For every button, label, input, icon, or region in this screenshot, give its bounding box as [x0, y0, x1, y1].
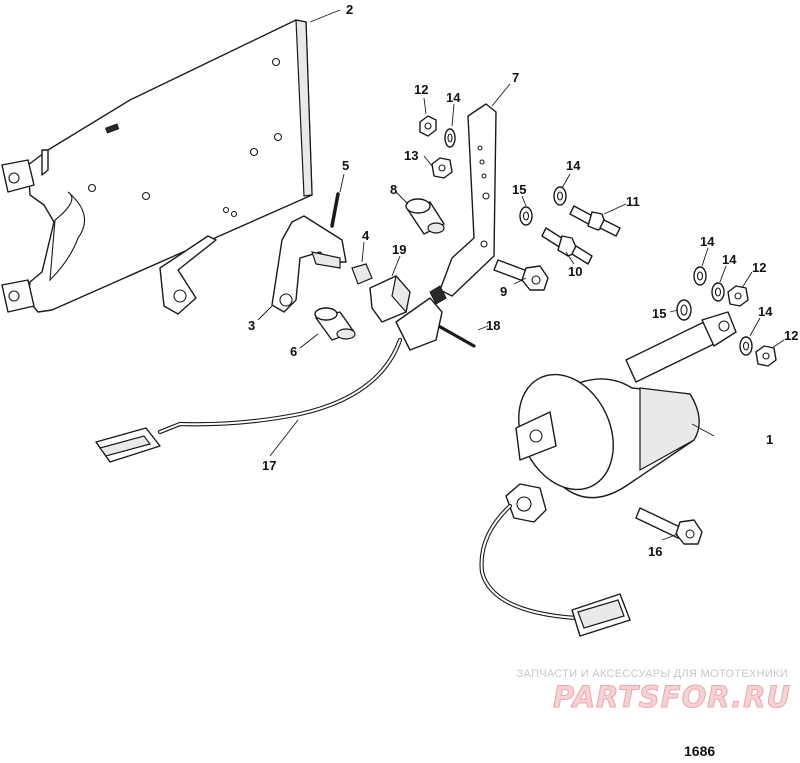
- part-2-mounting-plate: [1, 9, 341, 315]
- part-4-bushing: [351, 241, 373, 285]
- part-9-bolt: [493, 259, 549, 291]
- callout-5: 5: [342, 158, 349, 173]
- callout-15-right: 15: [652, 306, 666, 321]
- part-16-bolt: [635, 507, 703, 545]
- part-7-arm: [439, 83, 511, 297]
- part-11-stud: [569, 203, 627, 237]
- callout-14-right-c: 14: [758, 304, 773, 319]
- callout-2: 2: [346, 2, 353, 17]
- part-6-spacer: [299, 307, 356, 349]
- part-13-nut: [423, 155, 453, 179]
- callout-7: 7: [512, 70, 519, 85]
- part-15-washer-top: [519, 195, 533, 226]
- callout-10: 10: [568, 264, 582, 279]
- part-3-lever-bracket: [257, 215, 347, 321]
- part-12-nut-right-a: [727, 271, 753, 307]
- callout-14-mid: 14: [566, 158, 581, 173]
- callout-12-top: 12: [414, 82, 428, 97]
- part-5-pin: [330, 173, 345, 228]
- callout-9: 9: [500, 284, 507, 299]
- callout-14-right-a: 14: [700, 234, 715, 249]
- callout-15-top: 15: [512, 182, 526, 197]
- callout-12-right-a: 12: [752, 260, 766, 275]
- part-14-washer-right-b: [711, 265, 727, 302]
- part-19-block: [369, 255, 411, 323]
- part-17-sensor-cable: [95, 285, 447, 463]
- callout-14-top: 14: [446, 90, 461, 105]
- callout-11: 11: [626, 194, 640, 209]
- callout-13: 13: [404, 148, 418, 163]
- watermark-logo: PARTSFOR.RU: [553, 680, 791, 715]
- part-10-stud: [541, 227, 593, 265]
- callout-16: 16: [648, 544, 662, 559]
- callout-6: 6: [290, 344, 297, 359]
- part-12-nut-right-b: [755, 339, 785, 367]
- part-14-washer-top: [444, 103, 456, 148]
- part-14-washer-right-a: [693, 247, 709, 286]
- callout-12-right-b: 12: [784, 328, 798, 343]
- figure-number: 1686: [684, 743, 715, 759]
- callout-1: 1: [766, 432, 773, 447]
- callout-17: 17: [262, 458, 276, 473]
- callout-14-right-b: 14: [722, 252, 737, 267]
- callout-4: 4: [362, 228, 370, 243]
- part-14-washer-right-c: [739, 317, 761, 356]
- part-15-washer-right: [669, 299, 692, 321]
- callout-8: 8: [390, 182, 397, 197]
- callout-3: 3: [248, 318, 255, 333]
- part-14-washer-mid: [553, 173, 571, 206]
- callout-19: 19: [392, 242, 406, 257]
- part-12-nut-top: [419, 97, 437, 137]
- part-1-actuator: [479, 311, 737, 637]
- callout-18: 18: [486, 318, 500, 333]
- watermark-caption: ЗАПЧАСТИ И АКСЕССУАРЫ ДЛЯ МОТОТЕХНИКИ: [516, 668, 788, 680]
- part-8-roller: [395, 191, 445, 235]
